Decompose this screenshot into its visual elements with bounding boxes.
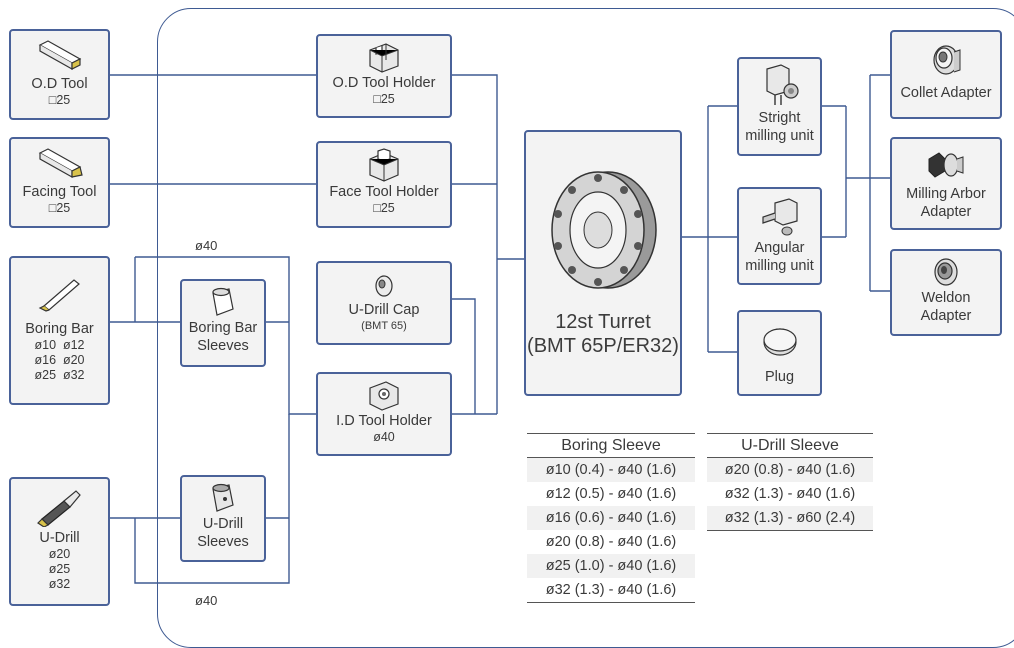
u-drill-cap-box[interactable]: U-Drill Cap (BMT 65) bbox=[316, 261, 452, 345]
table-row: ø10 (0.4) - ø40 (1.6) bbox=[527, 457, 695, 482]
straight-milling-unit-box[interactable]: Stright milling unit bbox=[737, 57, 822, 156]
u-drill-cap-sub: (BMT 65) bbox=[361, 320, 407, 332]
turret-box[interactable]: 12st Turret (BMT 65P/ER32) bbox=[524, 130, 682, 396]
turret-label-2: (BMT 65P/ER32) bbox=[527, 335, 679, 357]
u-drill-size-1: ø20 bbox=[48, 547, 71, 561]
connector-lines bbox=[110, 74, 890, 584]
angular-unit-label-2: milling unit bbox=[745, 258, 814, 274]
face-tool-holder-size: □25 bbox=[373, 201, 395, 215]
boring-bar-icon bbox=[38, 279, 80, 312]
id-tool-holder-label: I.D Tool Holder bbox=[336, 413, 432, 429]
arbor-adapter-icon bbox=[928, 152, 964, 178]
diameter-label-bottom: ø40 bbox=[195, 593, 218, 608]
angular-unit-label-1: Angular bbox=[754, 240, 805, 256]
face-holder-icon bbox=[369, 148, 399, 182]
straight-unit-label-2: milling unit bbox=[745, 128, 814, 144]
angular-unit-icon bbox=[761, 198, 798, 236]
facing-tool-icon bbox=[38, 148, 83, 179]
straight-unit-label-1: Stright bbox=[758, 110, 801, 126]
collet-adapter-label: Collet Adapter bbox=[900, 85, 992, 101]
od-tool-label: O.D Tool bbox=[31, 76, 88, 92]
u-drill-sleeves-box[interactable]: U-Drill Sleeves bbox=[180, 475, 266, 562]
od-tool-holder-size: □25 bbox=[373, 92, 395, 106]
boring-bar-size-3: ø25 ø32 bbox=[34, 368, 85, 382]
od-tool-box[interactable]: O.D Tool □25 bbox=[9, 29, 110, 120]
table-row: ø25 (1.0) - ø40 (1.6) bbox=[527, 554, 695, 578]
id-holder-icon bbox=[369, 381, 399, 411]
face-tool-holder-label: Face Tool Holder bbox=[329, 184, 439, 200]
boring-bar-size-2: ø16 ø20 bbox=[34, 353, 85, 367]
drill-cap-icon bbox=[375, 275, 393, 297]
table-row: ø20 (0.8) - ø40 (1.6) bbox=[545, 534, 677, 550]
boring-bar-size-1: ø10 ø12 bbox=[34, 338, 85, 352]
straight-unit-icon bbox=[765, 64, 799, 105]
weldon-adapter-label-2: Adapter bbox=[920, 308, 972, 324]
u-drill-sleeve-header: U-Drill Sleeve bbox=[707, 433, 873, 458]
od-tool-icon bbox=[38, 40, 81, 71]
weldon-adapter-label-1: Weldon bbox=[921, 290, 971, 306]
u-drill-cap-label: U-Drill Cap bbox=[348, 302, 420, 318]
diameter-label-top: ø40 bbox=[195, 238, 218, 253]
boring-bar-label: Boring Bar bbox=[25, 321, 94, 337]
facing-tool-box[interactable]: Facing Tool □25 bbox=[9, 137, 110, 228]
boring-bar-sleeves-label-2: Sleeves bbox=[197, 338, 249, 354]
boring-sleeve-table: Boring Sleeve ø10 (0.4) - ø40 (1.6) ø12 … bbox=[527, 433, 695, 603]
plug-label: Plug bbox=[764, 369, 795, 385]
collet-adapter-box[interactable]: Collet Adapter bbox=[890, 30, 1002, 119]
u-drill-sleeves-label-2: Sleeves bbox=[197, 534, 249, 550]
table-row: ø32 (1.3) - ø40 (1.6) bbox=[724, 486, 856, 502]
u-drill-sleeve-table: U-Drill Sleeve ø20 (0.8) - ø40 (1.6) ø32… bbox=[707, 433, 873, 531]
boring-sleeve-header: Boring Sleeve bbox=[527, 433, 695, 458]
od-tool-holder-box[interactable]: O.D Tool Holder □25 bbox=[316, 34, 452, 118]
u-drill-box[interactable]: U-Drill ø20 ø25 ø32 bbox=[9, 477, 110, 606]
table-row: ø16 (0.6) - ø40 (1.6) bbox=[527, 506, 695, 530]
u-drill-icon bbox=[36, 490, 81, 527]
od-tool-size: □25 bbox=[48, 93, 71, 107]
collet-adapter-icon bbox=[933, 45, 961, 75]
facing-tool-size: □25 bbox=[48, 201, 71, 215]
table-row: ø32 (1.3) - ø40 (1.6) bbox=[527, 578, 695, 603]
od-holder-icon bbox=[369, 43, 399, 73]
plug-box[interactable]: Plug bbox=[737, 310, 822, 396]
arbor-adapter-label-2: Adapter bbox=[920, 204, 972, 220]
table-row: ø32 (1.3) - ø60 (2.4) bbox=[707, 506, 873, 531]
od-tool-holder-label: O.D Tool Holder bbox=[332, 75, 436, 91]
sleeve-icon bbox=[212, 287, 234, 316]
turret-icon bbox=[551, 171, 657, 289]
boring-bar-sleeves-box[interactable]: Boring Bar Sleeves bbox=[180, 279, 266, 367]
weldon-adapter-box[interactable]: Weldon Adapter bbox=[890, 249, 1002, 336]
boring-bar-sleeves-label-1: Boring Bar bbox=[188, 320, 258, 336]
id-tool-holder-size: ø40 bbox=[373, 430, 395, 444]
plug-icon bbox=[762, 328, 797, 356]
u-drill-size-2: ø25 bbox=[48, 562, 71, 576]
u-drill-sleeves-label-1: U-Drill bbox=[202, 516, 244, 532]
facing-tool-label: Facing Tool bbox=[22, 184, 97, 200]
weldon-adapter-icon bbox=[934, 258, 958, 286]
drill-sleeve-icon bbox=[212, 483, 234, 512]
boring-bar-box[interactable]: Boring Bar ø10 ø12 ø16 ø20 ø25 ø32 bbox=[9, 256, 110, 405]
angular-milling-unit-box[interactable]: Angular milling unit bbox=[737, 187, 822, 285]
milling-arbor-adapter-box[interactable]: Milling Arbor Adapter bbox=[890, 137, 1002, 230]
turret-label-1: 12st Turret bbox=[555, 311, 651, 333]
face-tool-holder-box[interactable]: Face Tool Holder □25 bbox=[316, 141, 452, 228]
table-row: ø20 (0.8) - ø40 (1.6) bbox=[707, 457, 873, 482]
id-tool-holder-box[interactable]: I.D Tool Holder ø40 bbox=[316, 372, 452, 456]
arbor-adapter-label-1: Milling Arbor bbox=[906, 186, 986, 202]
u-drill-label: U-Drill bbox=[39, 530, 80, 546]
table-row: ø12 (0.5) - ø40 (1.6) bbox=[545, 486, 677, 502]
u-drill-size-3: ø32 bbox=[48, 577, 71, 591]
